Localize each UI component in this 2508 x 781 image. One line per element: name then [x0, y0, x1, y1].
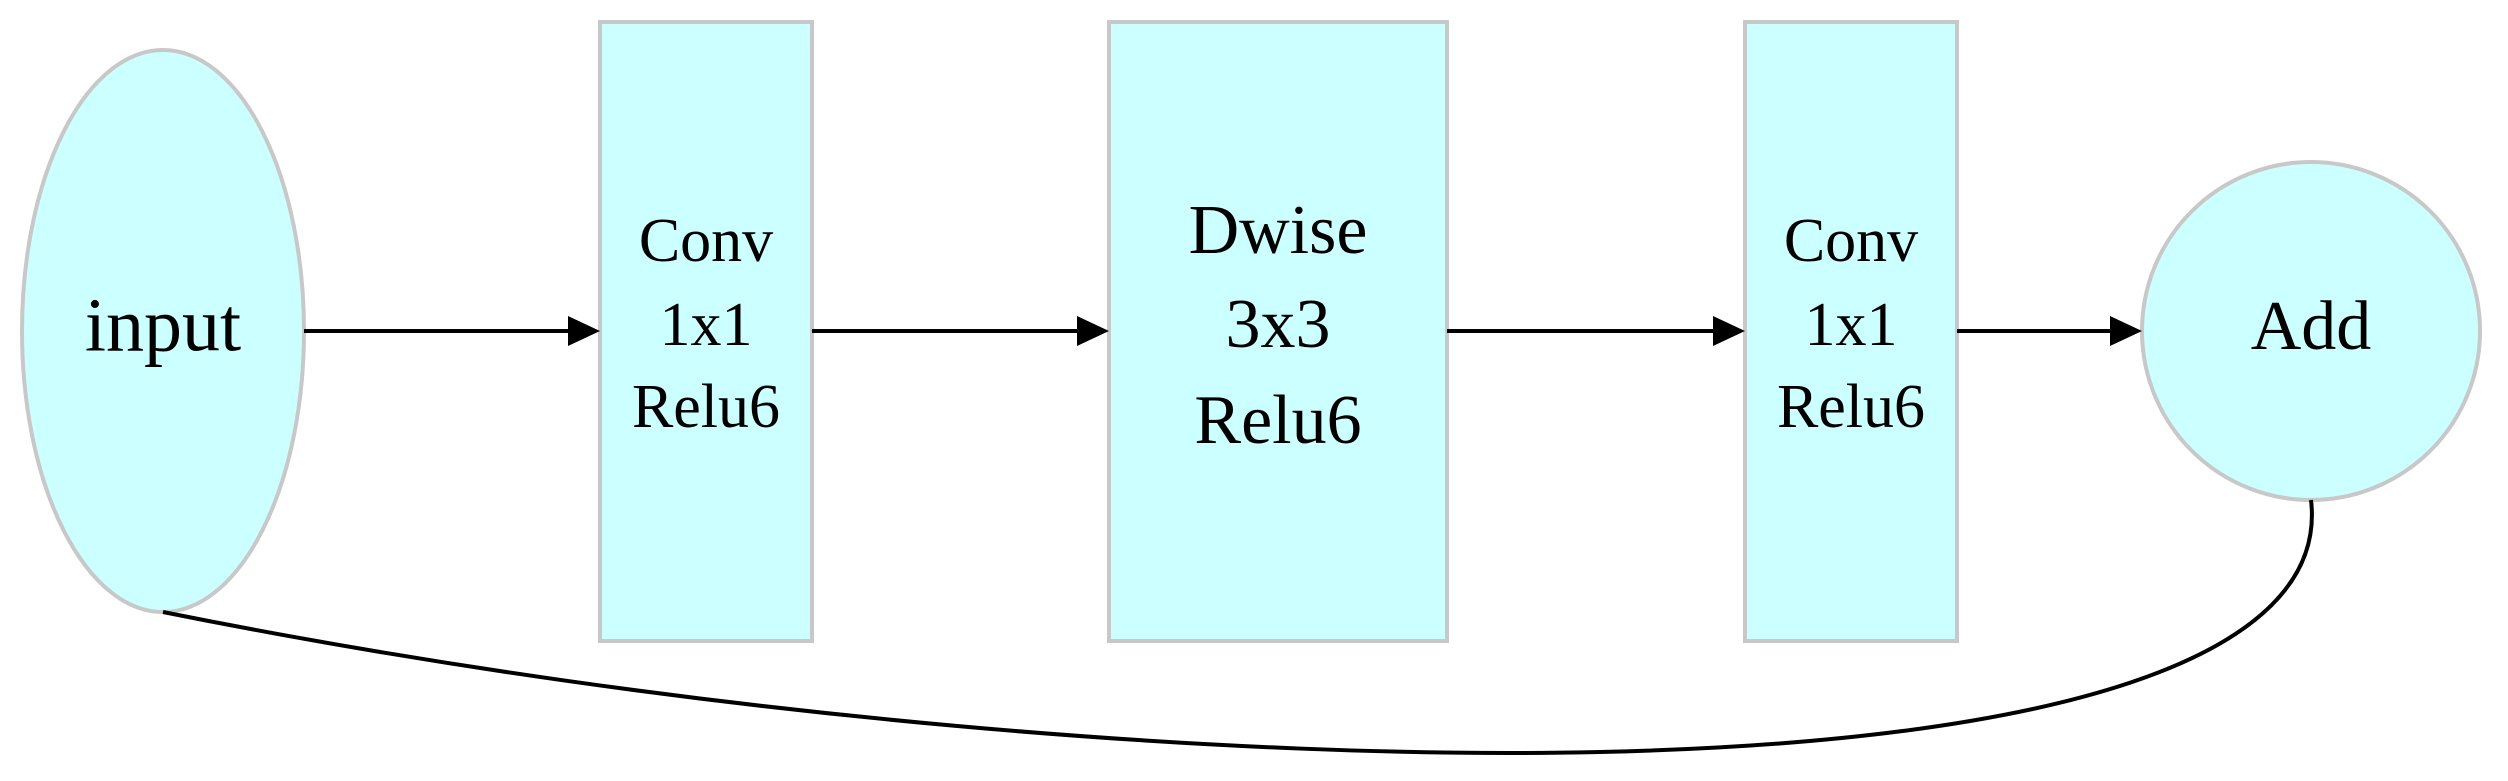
- input-label: input: [85, 283, 241, 367]
- edge-skip-connection-input-to-add: [162, 499, 2314, 755]
- edge-conv1-to-dwise: [812, 316, 1109, 346]
- node-conv-1x1-relu6-second: Conv 1x1 Relu6: [1743, 20, 1959, 643]
- dwise-line-2: 3x3: [1226, 286, 1331, 363]
- conv2-line-1: Conv: [1784, 207, 1918, 275]
- dwise-box: [1107, 20, 1449, 643]
- conv1-line-2: 1x1: [660, 291, 753, 359]
- node-conv-1x1-relu6-first: Conv 1x1 Relu6: [598, 20, 814, 643]
- edge-dwise-conv2-arrowhead: [1713, 316, 1745, 346]
- edge-input-conv1-arrowhead: [568, 316, 600, 346]
- edge-conv2-add-arrowhead: [2110, 316, 2142, 346]
- conv1-line-1: Conv: [639, 207, 773, 275]
- conv1-box: [598, 20, 814, 643]
- conv2-line-2: 1x1: [1805, 291, 1898, 359]
- conv2-box: [1743, 20, 1959, 643]
- edge-conv2-to-add: [1957, 316, 2142, 346]
- edge-conv1-dwise-arrowhead: [1077, 316, 1109, 346]
- node-dwise-3x3-relu6: Dwise 3x3 Relu6: [1107, 20, 1449, 643]
- node-input: input: [20, 48, 306, 614]
- dwise-line-3: Relu6: [1194, 382, 1361, 459]
- conv1-line-3: Relu6: [632, 373, 780, 441]
- conv2-line-3: Relu6: [1777, 373, 1925, 441]
- edge-dwise-to-conv2: [1447, 316, 1745, 346]
- skip-connection-curve: [162, 499, 2314, 755]
- add-label: Add: [2251, 288, 2372, 365]
- node-add: Add: [2140, 160, 2482, 502]
- dwise-line-1: Dwise: [1189, 192, 1368, 269]
- edge-input-to-conv1: [304, 316, 600, 346]
